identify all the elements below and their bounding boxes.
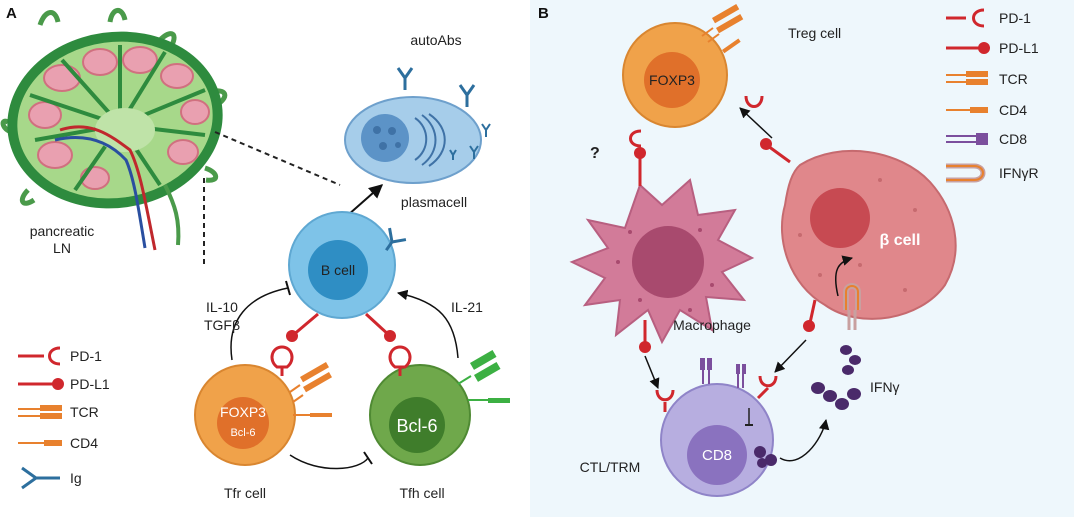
beta-cell-label: β cell — [880, 232, 921, 249]
il21-label: IL-21 — [451, 299, 483, 315]
legend-b-pd1-label: PD-1 — [999, 10, 1031, 26]
tfr-cell-label: Tfr cell — [224, 485, 266, 501]
tfh-cell — [369, 345, 510, 466]
legend-a-pd1: PD-1 — [18, 346, 102, 366]
treg-pd1-receptors — [629, 95, 764, 148]
legend-b-cd8: CD8 — [946, 131, 1027, 147]
legend-a-ig-label: Ig — [70, 470, 82, 486]
legend-b-ifngr: IFNγR — [946, 163, 1039, 183]
il10-inhibition-bar — [285, 280, 291, 296]
legend-a-pdl1: PD-L1 — [18, 376, 110, 392]
legend-b-ifngr-label: IFNγR — [999, 165, 1039, 181]
ifng-label: IFNγ — [870, 379, 900, 395]
legend-b-pdl1-label: PD-L1 — [999, 40, 1039, 56]
panel-b-legend: PD-1 PD-L1 TCR CD4 CD8 IFNγR — [946, 8, 1039, 183]
beta-cell — [781, 149, 957, 320]
legend-b-pd1: PD-1 — [946, 8, 1031, 28]
legend-b-cd4: CD4 — [946, 102, 1027, 118]
beta-ifngr-receptor — [843, 283, 861, 330]
tfr-foxp3-label: FOXP3 — [220, 404, 266, 420]
question-mark: ? — [590, 145, 600, 162]
legend-b-pdl1: PD-L1 — [946, 40, 1039, 56]
zoom-line-top — [214, 131, 341, 186]
panel-a-legend: PD-1 PD-L1 TCR CD4 Ig — [18, 346, 110, 490]
autoabs-label: autoAbs — [410, 32, 461, 48]
treg-cell — [622, 4, 744, 128]
tfr-to-tfh-inhibition — [289, 454, 369, 470]
il10-label: IL-10 — [206, 299, 238, 315]
beta-pdl1-pins — [760, 138, 817, 332]
legend-a-cd4-label: CD4 — [70, 435, 98, 451]
treg-cell-label: Treg cell — [788, 25, 841, 41]
legend-a-cd4: CD4 — [18, 435, 98, 451]
legend-a-ig: Ig — [21, 466, 82, 490]
cd8-cell — [655, 358, 778, 497]
macrophage-label: Macrophage — [673, 317, 751, 333]
tfr-to-tfh-bar — [363, 451, 373, 465]
autoantibody-icons — [396, 67, 491, 160]
legend-b-tcr-label: TCR — [999, 71, 1028, 87]
treg-foxp3-label: FOXP3 — [649, 72, 695, 88]
lymph-node-label-line2: LN — [53, 240, 71, 256]
ifng-molecules — [811, 345, 861, 410]
ctl-trm-label: CTL/TRM — [580, 459, 641, 475]
bcell-to-plasma-arrow — [347, 184, 384, 216]
tgfb-label: TGFβ — [204, 317, 240, 333]
tfr-cell — [194, 345, 332, 466]
panel-b-letter: B — [538, 5, 549, 22]
plasma-cell — [344, 96, 482, 184]
legend-a-pdl1-label: PD-L1 — [70, 376, 110, 392]
tfr-bcl6-label: Bcl-6 — [230, 427, 255, 439]
il10-inhibition-curve — [230, 287, 289, 361]
legend-a-pd1-label: PD-1 — [70, 348, 102, 364]
legend-a-tcr: TCR — [18, 404, 99, 420]
legend-a-tcr-label: TCR — [70, 404, 99, 420]
plasma-cell-label: plasmacell — [401, 194, 467, 210]
legend-b-cd4-label: CD4 — [999, 102, 1027, 118]
tfh-cell-label: Tfh cell — [399, 485, 444, 501]
lymph-node-label-line1: pancreatic — [30, 223, 95, 239]
cd8-to-ifng-arrow — [779, 418, 830, 462]
il21-arrow — [396, 289, 459, 359]
legend-b-cd8-label: CD8 — [999, 131, 1027, 147]
ifngr-signal-arrow — [834, 255, 854, 297]
beta-to-treg-arrow — [739, 107, 773, 139]
bcell-pdl1-pins — [286, 312, 396, 342]
tfh-bcl6-label: Bcl-6 — [396, 416, 437, 436]
macrophage — [569, 178, 755, 345]
bcell-ig-icon — [385, 227, 407, 252]
beta-to-cd8-arrow — [774, 339, 807, 373]
bcell-nucleus-label: B cell — [321, 262, 355, 278]
cd8-nucleus-label: CD8 — [702, 447, 732, 464]
macrophage-pdl1-pins — [634, 147, 651, 353]
legend-b-tcr: TCR — [946, 71, 1028, 87]
b-cell — [288, 211, 396, 319]
panel-a-letter: A — [6, 5, 17, 22]
lymph-node-illustration — [0, 8, 228, 251]
macrophage-to-cd8-arrow — [644, 355, 660, 389]
